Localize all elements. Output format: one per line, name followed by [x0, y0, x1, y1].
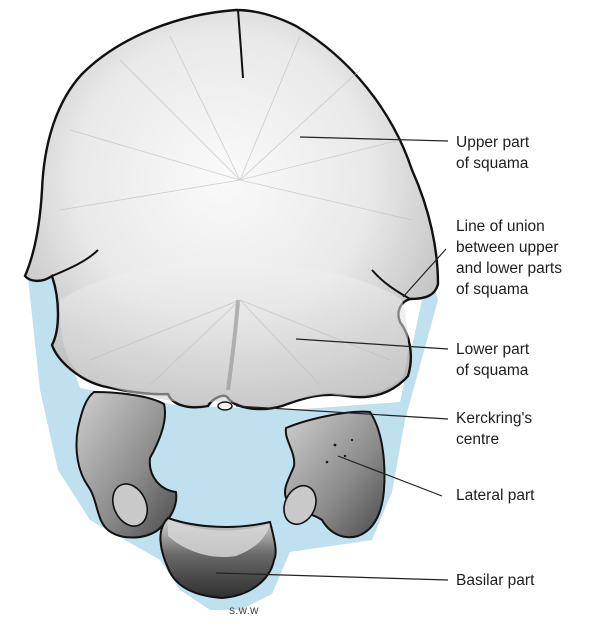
label-upper-part-of-squama: Upper part of squama: [456, 132, 529, 174]
label-kerckrings-centre: Kerckring's centre: [456, 408, 532, 450]
label-union-line-4: of squama: [456, 279, 562, 300]
kerckring-ossicle: [218, 402, 232, 410]
label-lateral-part-text: Lateral part: [456, 485, 534, 506]
label-kerckring-line-2: centre: [456, 429, 532, 450]
artist-signature: S.W.W: [229, 606, 259, 616]
label-union-line-1: Line of union: [456, 216, 562, 237]
label-line-of-union: Line of union between upper and lower pa…: [456, 216, 562, 300]
label-basilar-part-text: Basilar part: [456, 570, 534, 591]
label-upper-squama-line-1: Upper part: [456, 132, 529, 153]
label-union-line-3: and lower parts: [456, 258, 562, 279]
label-lower-part-of-squama: Lower part of squama: [456, 339, 529, 381]
label-lower-squama-line-1: Lower part: [456, 339, 529, 360]
label-kerckring-line-1: Kerckring's: [456, 408, 532, 429]
label-lower-squama-line-2: of squama: [456, 360, 529, 381]
label-basilar-part: Basilar part: [456, 570, 534, 591]
label-union-line-2: between upper: [456, 237, 562, 258]
label-upper-squama-line-2: of squama: [456, 153, 529, 174]
label-lateral-part: Lateral part: [456, 485, 534, 506]
